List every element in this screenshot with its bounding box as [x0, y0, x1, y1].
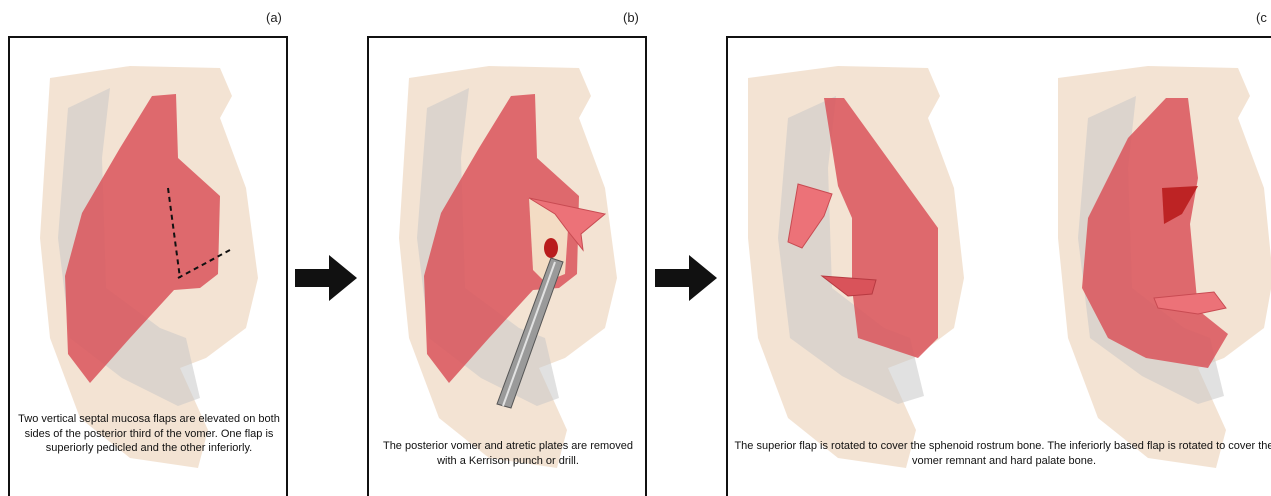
- panel-b: The posterior vomer and atretic plates a…: [367, 36, 647, 496]
- panel-b-label: (b): [623, 10, 639, 25]
- panel-c-label: (c: [1256, 10, 1267, 25]
- panel-a-caption: Two vertical septal mucosa flaps are ele…: [16, 412, 282, 456]
- septum-illustration-c: [728, 38, 1271, 496]
- panel-c: The superior flap is rotated to cover th…: [726, 36, 1271, 496]
- panel-a-label: (a): [266, 10, 282, 25]
- atretic-plate-opening: [544, 238, 558, 258]
- arrow-right-icon: [655, 253, 719, 303]
- septum-left-view: [748, 66, 964, 468]
- arrow-right-icon: [295, 253, 359, 303]
- panel-a: Two vertical septal mucosa flaps are ele…: [8, 36, 288, 496]
- septum-illustration-b: [369, 38, 647, 496]
- septum-right-view: [1058, 66, 1271, 468]
- panel-c-caption: The superior flap is rotated to cover th…: [734, 439, 1271, 468]
- panel-b-caption: The posterior vomer and atretic plates a…: [375, 439, 641, 468]
